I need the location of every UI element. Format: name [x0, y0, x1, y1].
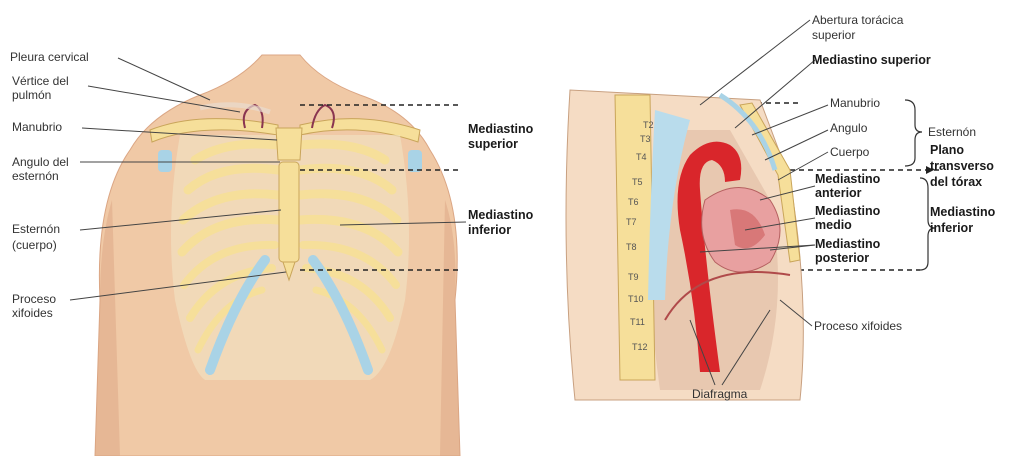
- label-esternon-line1: Esternón: [12, 222, 60, 236]
- label-abertura-line1: Abertura torácica: [812, 13, 903, 27]
- label-angulo-line1: Angulo del: [12, 155, 69, 169]
- label-med-post-line2: posterior: [815, 251, 869, 265]
- label-abertura-line2: superior: [812, 28, 855, 42]
- label-med-inf-right-line1: Mediastino: [930, 205, 995, 219]
- label-cuerpo-right: Cuerpo: [830, 145, 869, 159]
- label-angulo-line2: esternón: [12, 169, 59, 183]
- label-angulo-right: Angulo: [830, 121, 867, 135]
- vertebra-label: T3: [640, 132, 651, 146]
- label-manubrio: Manubrio: [12, 120, 62, 134]
- label-plano-line1: Plano: [930, 143, 964, 157]
- label-plano-line3: del tórax: [930, 175, 982, 189]
- label-plano-line2: transverso: [930, 159, 994, 173]
- label-vertice-line2: pulmón: [12, 88, 51, 102]
- label-med-superior-right: Mediastino superior: [812, 53, 931, 67]
- vertebra-label: T12: [632, 340, 648, 354]
- label-vertice-line1: Vértice del: [12, 74, 69, 88]
- label-med-inf-line1: Mediastino: [468, 208, 533, 222]
- label-esternon-line2: (cuerpo): [12, 238, 57, 252]
- label-proceso-line2: xifoides: [12, 306, 53, 320]
- label-proceso-line1: Proceso: [12, 292, 56, 306]
- vertebra-label: T5: [632, 175, 643, 189]
- vertebra-label: T11: [630, 315, 645, 329]
- label-med-inf-line2: inferior: [468, 223, 511, 237]
- vertebra-label: T7: [626, 215, 637, 229]
- vertebra-label: T8: [626, 240, 637, 254]
- label-med-medio-line2: medio: [815, 218, 852, 232]
- label-med-post-line1: Mediastino: [815, 237, 880, 251]
- label-med-inf-right-line2: inferior: [930, 221, 973, 235]
- sternum: [276, 128, 302, 280]
- label-med-ant-line2: anterior: [815, 186, 862, 200]
- vertebra-label: T2: [643, 118, 654, 132]
- label-med-sup-line2: superior: [468, 137, 518, 151]
- vertebra-label: T9: [628, 270, 639, 284]
- vertebra-label: T4: [636, 150, 647, 164]
- label-med-sup-line1: Mediastino: [468, 122, 533, 136]
- vertebra-label: T6: [628, 195, 639, 209]
- label-diafragma: Diafragma: [692, 387, 747, 401]
- label-esternon-right: Esternón: [928, 125, 976, 139]
- label-manubrio-right: Manubrio: [830, 96, 880, 110]
- label-pleura-cervical: Pleura cervical: [10, 50, 89, 64]
- label-med-ant-line1: Mediastino: [815, 172, 880, 186]
- label-med-medio-line1: Mediastino: [815, 204, 880, 218]
- label-proceso-right: Proceso xifoides: [814, 319, 902, 333]
- sagittal-section: [566, 90, 803, 400]
- vertebra-label: T10: [628, 292, 644, 306]
